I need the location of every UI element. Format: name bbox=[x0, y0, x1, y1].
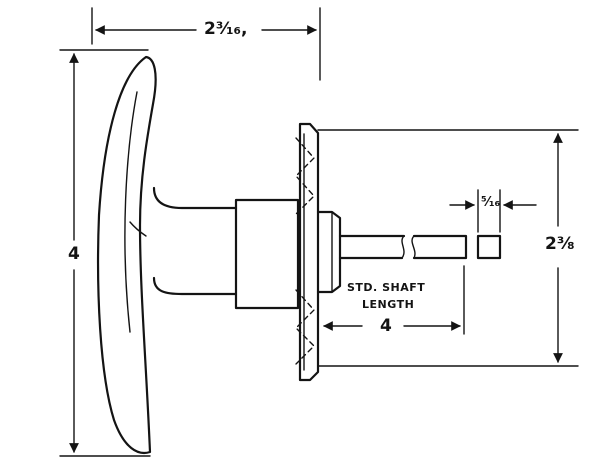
overall-length-label: 2³⁄₁₆, bbox=[204, 19, 248, 39]
dim-shaft-square bbox=[449, 189, 537, 233]
shaft-label-line2: LENGTH bbox=[362, 298, 415, 311]
dim-handle-height bbox=[59, 49, 151, 457]
dim-plate-height bbox=[317, 129, 579, 367]
shaft bbox=[338, 234, 468, 260]
shaft-square-label: ⁵⁄₁₆ bbox=[481, 195, 501, 210]
shaft-square-end bbox=[476, 234, 502, 260]
shaft-washer bbox=[316, 210, 342, 294]
handle-height-label: 4 bbox=[68, 244, 80, 264]
hub-collar bbox=[234, 198, 300, 310]
dim-shaft-length bbox=[323, 265, 465, 335]
escutcheon-plate bbox=[295, 122, 320, 382]
shaft-length-label: 4 bbox=[380, 316, 392, 336]
dim-overall-length bbox=[91, 7, 321, 81]
plate-height-label: 2⅜ bbox=[545, 234, 575, 254]
handle-neck bbox=[152, 186, 238, 296]
handle-grip bbox=[96, 55, 157, 455]
shaft-label-line1: STD. SHAFT bbox=[347, 281, 426, 294]
